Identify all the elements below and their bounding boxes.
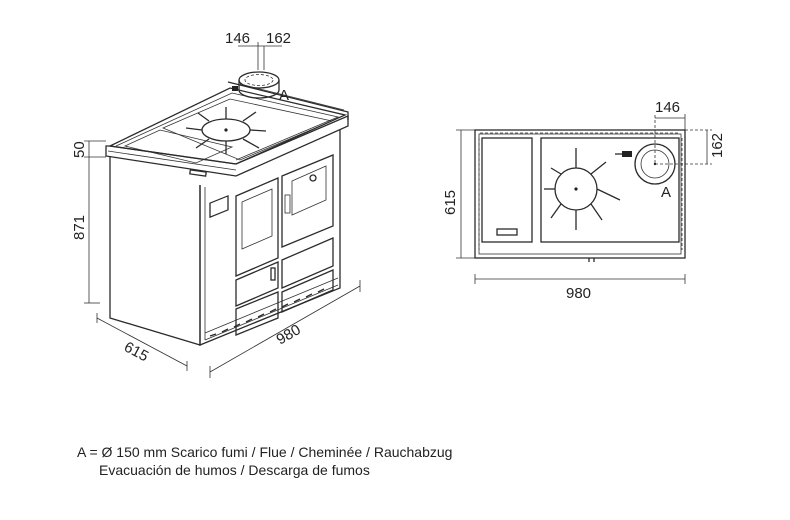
dim-plan-width: 980 — [566, 285, 591, 302]
control-panel — [209, 194, 229, 219]
firebox-door — [281, 154, 334, 248]
dim-plan-flue-depth: 162 — [709, 133, 726, 158]
plan-depth-dimension: 615 — [442, 129, 475, 259]
flue-legend: A = Ø 150 mm Scarico fumi / Flue / Chemi… — [77, 443, 452, 479]
dim-body-height: 871 — [71, 215, 88, 240]
stove-top-surface — [107, 87, 348, 165]
flue-collar — [232, 71, 280, 99]
dim-plan-flue-offset: 146 — [655, 99, 680, 116]
dim-depth: 615 — [121, 339, 151, 366]
plan-view: A 146 162 615 980 — [442, 99, 726, 302]
depth-dimension: 615 — [96, 313, 188, 371]
plan-simmer-plate — [481, 137, 533, 243]
plan-flue-offset-dimension: 146 — [655, 99, 686, 130]
height-dimension: 50 871 — [71, 140, 106, 304]
burner-icon — [185, 107, 267, 154]
dim-plan-depth: 615 — [442, 190, 459, 215]
flue-marker-plan: A — [661, 184, 671, 201]
legend-line-1: A = Ø 150 mm Scarico fumi / Flue / Chemi… — [77, 444, 453, 460]
flue-offset-dimension: 146 162 — [225, 30, 291, 70]
plan-burner-icon — [544, 148, 621, 230]
plan-hot-plate — [540, 137, 680, 243]
top-slab — [105, 115, 349, 177]
dim-top-height: 50 — [71, 141, 88, 158]
isometric-stove-view: A 146 162 — [71, 30, 361, 378]
legend-line-2: Evacuación de humos / Descarga de fumos — [99, 462, 370, 478]
plan-outline — [474, 129, 686, 259]
plan-width-dimension: 980 — [474, 274, 686, 302]
oven-door — [235, 177, 279, 277]
dim-flue-offset-left: 146 — [225, 30, 250, 47]
dim-flue-offset-right: 162 — [266, 30, 291, 47]
stove-left-side — [109, 156, 201, 346]
dim-width: 980 — [274, 321, 304, 348]
stove-front-face — [199, 130, 341, 346]
plan-flue-depth-dimension: 162 — [706, 130, 726, 164]
plinth-vents — [204, 277, 339, 341]
flue-marker-iso: A — [279, 87, 289, 104]
